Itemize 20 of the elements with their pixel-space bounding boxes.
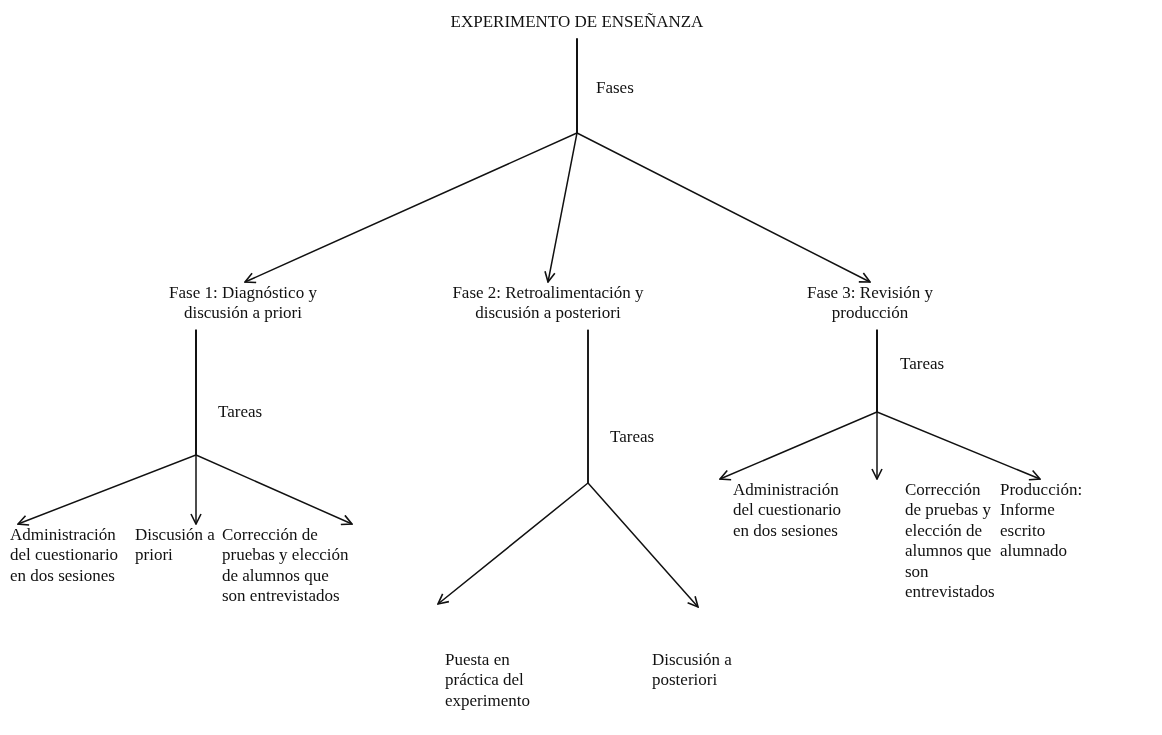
branch-label: Tareas	[900, 354, 945, 374]
node-text: Fase 3: Revisión y producción	[770, 283, 970, 324]
arrow	[876, 329, 1041, 481]
node-text: Administración del cuestionario en dos sesiones	[718, 480, 853, 542]
node-text: Fase 1: Diagnóstico y discusión a priori	[143, 283, 343, 324]
node-text: Puesta en práctica del experimento	[435, 605, 555, 712]
branch-label: Fases	[596, 78, 634, 98]
arrow	[195, 329, 353, 526]
arrow	[576, 37, 871, 283]
arrow	[587, 329, 699, 608]
node-text: Discusión a priori	[135, 525, 215, 566]
node-text: Producción: Informe escrito alumnado	[1000, 480, 1095, 562]
branch-label: Tareas	[610, 427, 655, 447]
node-text: Fase 2: Retroalimentación y discusión a posteriori	[443, 283, 653, 324]
branch-label: Tareas	[218, 402, 263, 422]
node-text: Corrección de pruebas y elección de alumnos que son entrevistados	[875, 480, 1000, 603]
diagram-title: EXPERIMENTO DE ENSEÑANZA	[377, 12, 777, 33]
node-text: Discusión a posteriori	[652, 608, 752, 691]
node-text: Administración del cuestionario en dos sesiones	[10, 525, 135, 587]
node-text: Corrección de pruebas y elección de alumnos que son entrevistados	[222, 525, 356, 607]
